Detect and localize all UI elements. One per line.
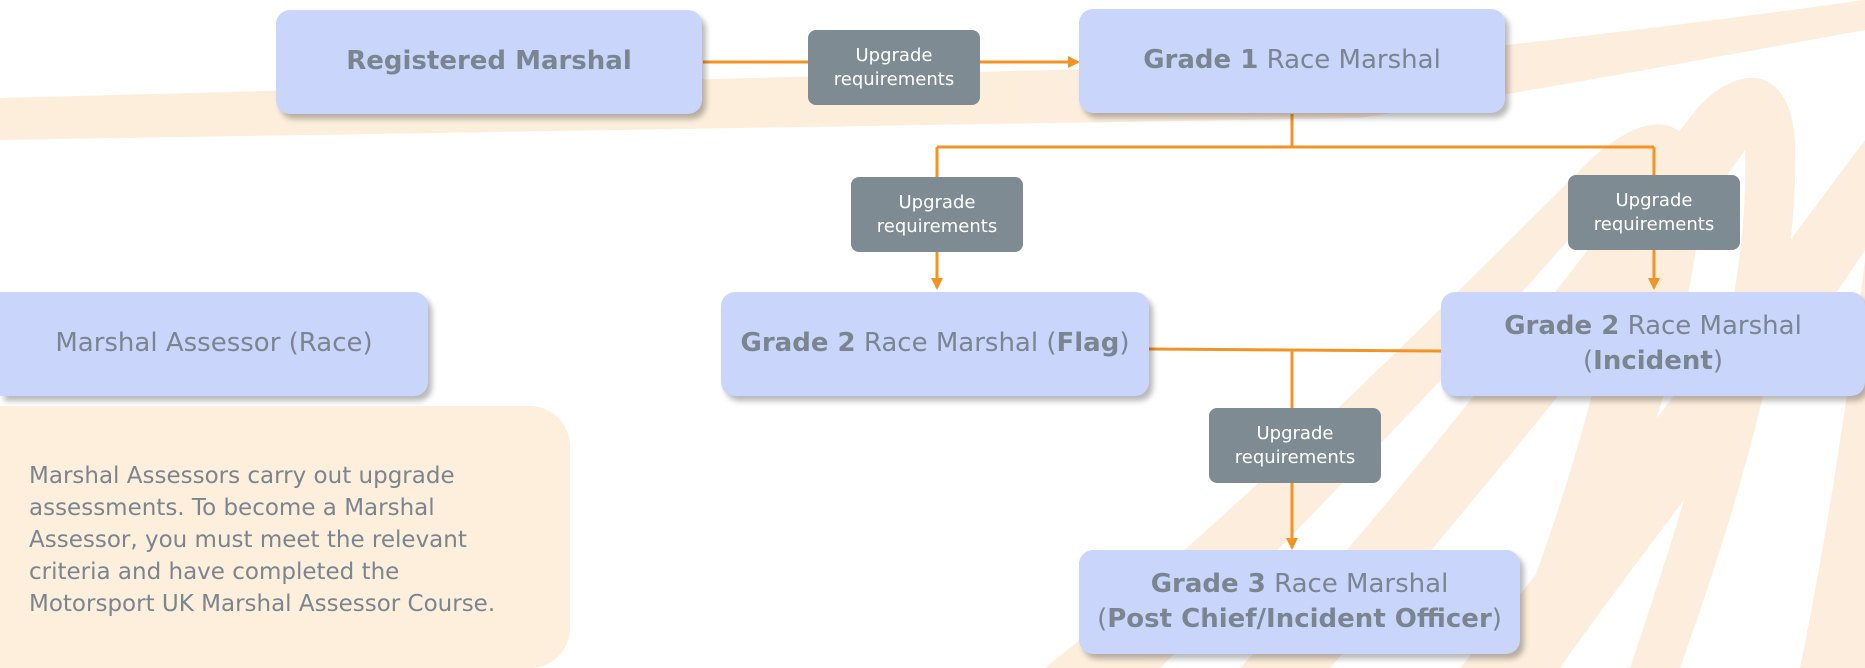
specialism-label: Incident (1593, 346, 1713, 376)
specialism-label: Flag (1056, 328, 1120, 359)
badge-line2: requirements (1234, 446, 1356, 468)
node-marshal-assessor-label: Marshal Assessor (Race) (55, 328, 373, 359)
role-label: Race Marshal (1258, 45, 1441, 76)
grade-label: Grade 2 (1504, 310, 1620, 341)
specialism-label: Post Chief/Incident Officer (1107, 604, 1492, 634)
badge-line2: requirements (1593, 213, 1715, 235)
connector-grade1-branch (937, 114, 1654, 149)
close-paren: ) (1712, 346, 1723, 376)
node-registered-marshal-label: Registered Marshal (346, 46, 632, 77)
badge-line2: requirements (833, 68, 955, 90)
grade-label: Grade 1 (1143, 45, 1259, 76)
assessor-info-panel: Marshal Assessors carry out upgrade asse… (0, 406, 570, 668)
info-line: Motorsport UK Marshal Assessor Course. (29, 591, 496, 617)
badge-line1: Upgrade (898, 192, 976, 214)
info-line: criteria and have completed the (29, 559, 400, 585)
badge-line1: Upgrade (1256, 423, 1334, 445)
badge-line1: Upgrade (1615, 190, 1693, 212)
node-grade2-incident: Grade 2 Race Marshal (Incident) (1441, 292, 1865, 396)
role-label: Race Marshal ( (855, 328, 1057, 359)
role-label: Race Marshal (1265, 568, 1449, 599)
badge-line1: Upgrade (855, 45, 933, 67)
grade-label: Grade 3 (1150, 568, 1266, 599)
info-line: Assessor, you must meet the relevant (29, 527, 467, 553)
open-paren: ( (1582, 346, 1594, 376)
node-registered-marshal: Registered Marshal (276, 10, 702, 114)
info-line: assessments. To become a Marshal (29, 495, 435, 521)
node-grade1-race-marshal: Grade 1 Race Marshal (1079, 9, 1505, 113)
node-grade2-flag: Grade 2 Race Marshal (Flag) (721, 292, 1149, 396)
close-paren: ) (1119, 328, 1130, 359)
badge-line2: requirements (876, 215, 998, 237)
node-marshal-assessor: Marshal Assessor (Race) (0, 292, 428, 396)
node-grade3: Grade 3 Race Marshal (Post Chief/Incident… (1079, 550, 1520, 654)
grade-label: Grade 2 (740, 328, 856, 359)
info-line: Marshal Assessors carry out upgrade (29, 463, 455, 489)
role-label: Race Marshal (1619, 310, 1802, 341)
open-paren: ( (1097, 604, 1108, 634)
close-paren: ) (1491, 604, 1502, 634)
